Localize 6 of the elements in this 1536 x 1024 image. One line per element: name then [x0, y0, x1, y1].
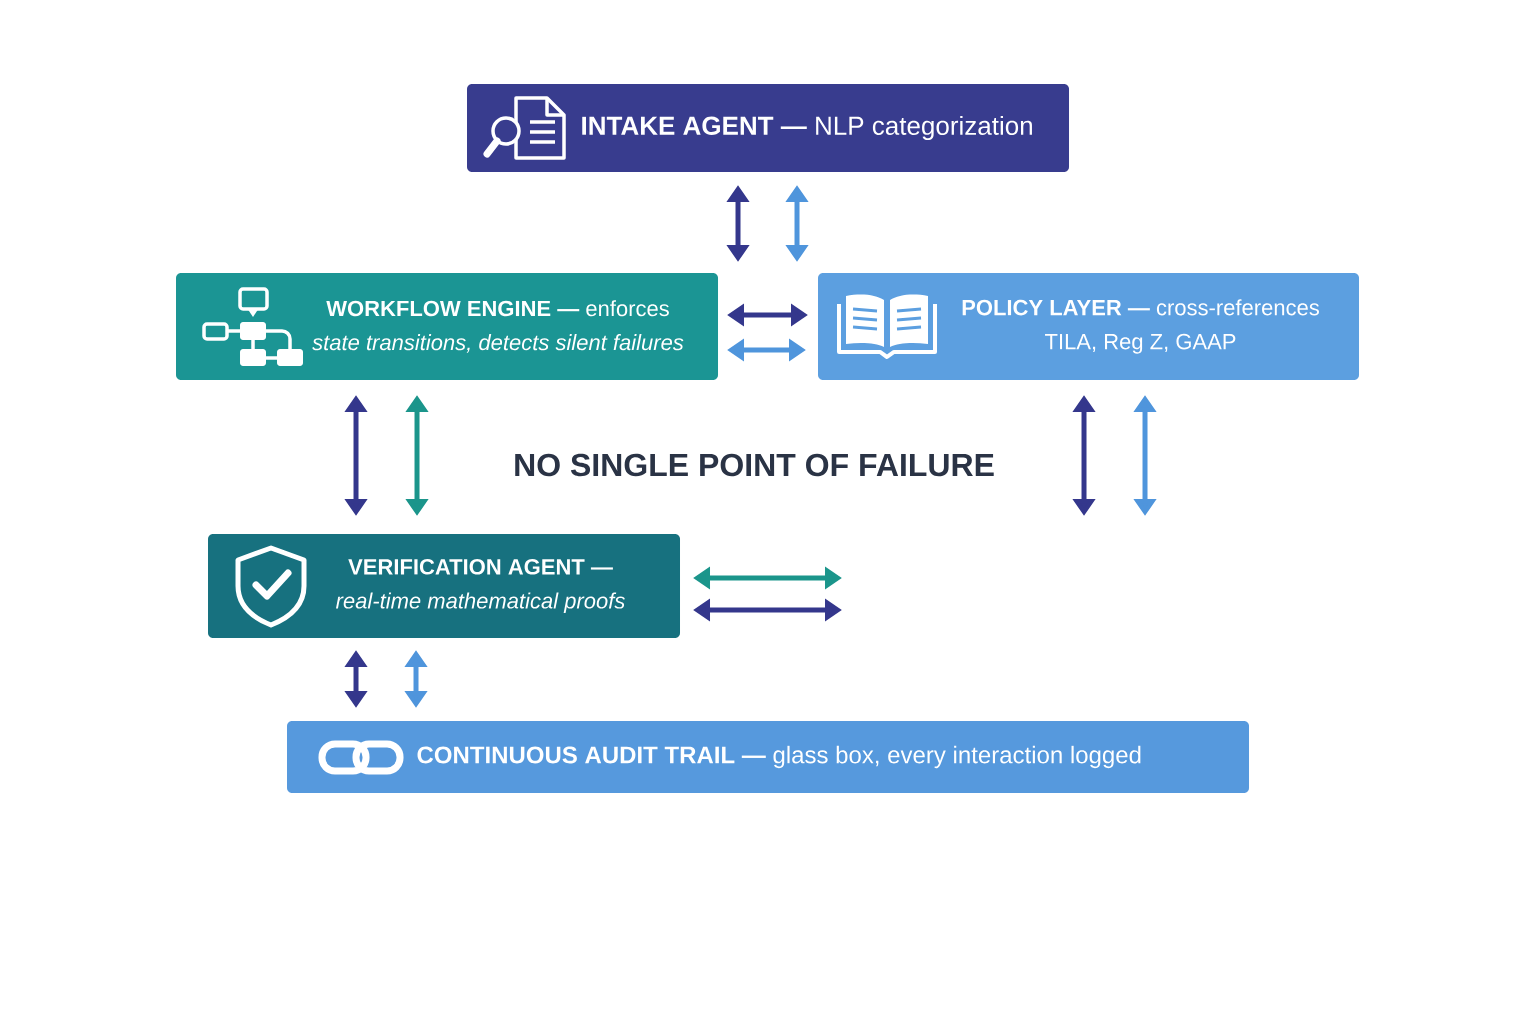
- component-box: CONTINUOUS AUDIT TRAIL — glass box, every interaction logged: [287, 721, 1249, 793]
- component-box: WORKFLOW ENGINE — enforces state transitions, detects silent failures: [176, 273, 718, 380]
- component-box: INTAKE AGENT — NLP categorization: [467, 84, 1069, 172]
- component-box: VERIFICATION AGENT — real-time mathematical proofs: [208, 534, 680, 638]
- component-box: POLICY LAYER — cross-references TILA, Reg Z, GAAP: [818, 273, 1359, 380]
- headline: NO SINGLE POINT OF FAILURE: [515, 453, 994, 477]
